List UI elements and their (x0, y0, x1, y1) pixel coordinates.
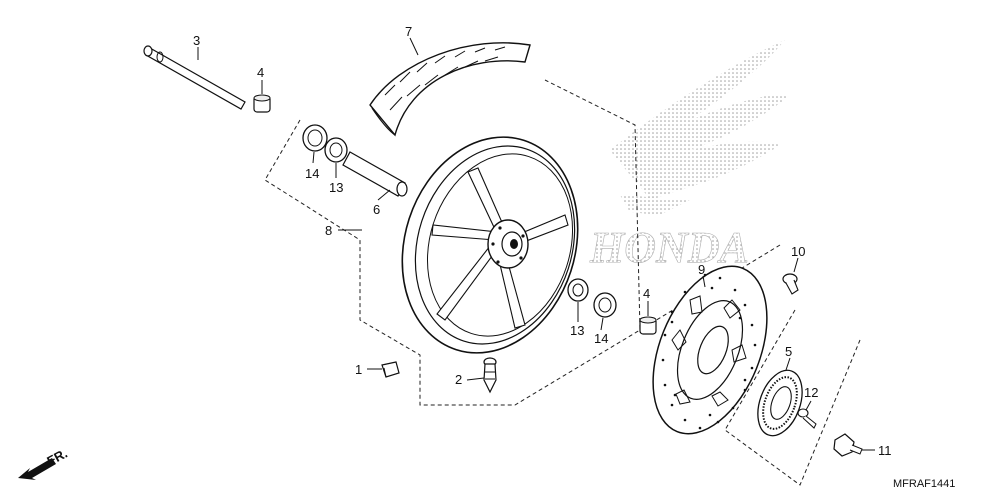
callout-13-left: 13 (329, 180, 343, 195)
brake-disc (652, 265, 768, 435)
balance-weight (381, 361, 400, 378)
callout-13-right: 13 (570, 323, 584, 338)
callouts: 3 4 7 14 13 6 8 1 2 13 14 4 9 10 5 12 11 (193, 24, 892, 458)
front-direction-arrow: FR. (18, 446, 70, 480)
bearing-left (324, 137, 348, 163)
callout-10: 10 (791, 244, 805, 259)
diagram-code: MFRAF1441 (893, 478, 955, 490)
side-collar-right (639, 316, 657, 335)
callout-5: 5 (785, 344, 792, 359)
disc-bolt (782, 273, 799, 295)
wheel-assembly-outline (264, 79, 641, 406)
side-collar-left (253, 94, 271, 113)
callout-2: 2 (455, 372, 462, 387)
distance-collar (342, 151, 408, 197)
callout-12: 12 (804, 385, 818, 400)
callout-3: 3 (193, 33, 200, 48)
callout-6: 6 (373, 202, 380, 217)
callout-11: 11 (878, 443, 892, 458)
pulser-ring (757, 369, 803, 437)
callout-9: 9 (698, 262, 705, 277)
disc-group-outline (639, 244, 861, 486)
callout-4-left: 4 (257, 65, 264, 80)
dust-seal-left (302, 124, 328, 152)
callout-14-right: 14 (594, 331, 608, 346)
dust-seal-right (593, 292, 617, 318)
callout-7: 8 (325, 223, 332, 238)
callout-8: 7 (405, 24, 412, 39)
tire (369, 42, 531, 137)
callout-14-left: 14 (305, 166, 319, 181)
honda-watermark-text: HONDA (589, 223, 749, 272)
wheel (401, 136, 579, 354)
leader-lines (197, 37, 875, 451)
pulser-screw (797, 408, 817, 429)
front-axle (143, 45, 246, 110)
bearing-right (567, 278, 589, 302)
tire-valve (483, 357, 497, 394)
callout-1: 1 (355, 362, 362, 377)
flange-bolt (833, 433, 863, 457)
honda-wing-watermark: HONDA (589, 40, 790, 272)
callout-4-right: 4 (643, 286, 650, 301)
